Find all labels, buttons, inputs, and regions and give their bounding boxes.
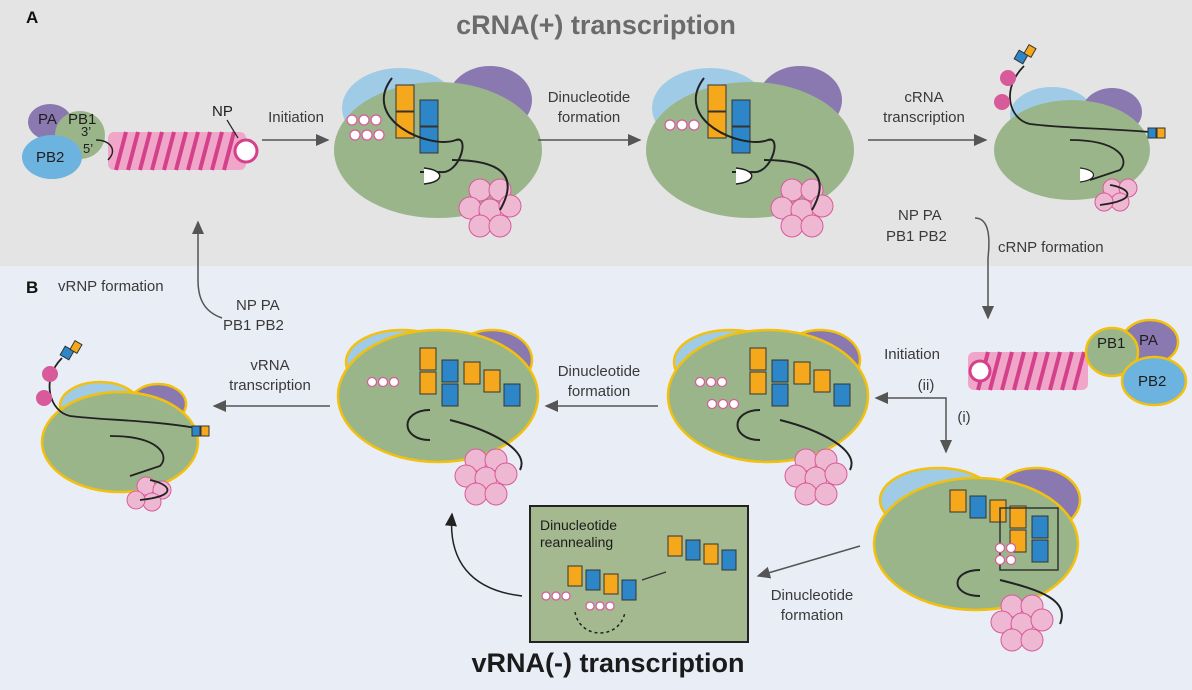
vrnp-complex-a	[22, 104, 259, 179]
polymerase-b2	[336, 328, 540, 506]
arrow-vrnp-formation	[192, 220, 223, 319]
polymerase-b3	[36, 339, 210, 512]
step-initiation-a: Initiation	[268, 109, 324, 126]
np-helix	[95, 119, 259, 171]
step-dinucleotide-b-lower-2: formation	[780, 607, 844, 624]
polymerase-b1	[666, 328, 870, 506]
polymerase-a3	[994, 43, 1166, 212]
label-pb2-a: PB2	[36, 149, 65, 166]
step-dinucleotide-a-1: Dinucleotide	[547, 89, 631, 106]
label-pb1-a: PB1	[68, 111, 97, 128]
arrow-reannealing-return	[444, 512, 523, 597]
inset-label-line2: reannealing	[540, 534, 614, 550]
step-dinucleotide-a-2: formation	[557, 109, 621, 126]
vrnp-proteins-line1: NP PA	[236, 297, 280, 314]
crnp-complex-b	[968, 318, 1188, 407]
inset-label-line1: Dinucleotide	[540, 517, 618, 533]
label-pa-a: PA	[38, 111, 57, 128]
panel-b-title: vRNA(-) transcription	[471, 648, 745, 678]
vrnp-formation-label: vRNP formation	[58, 278, 164, 295]
step-initiation-b: Initiation	[884, 346, 940, 363]
vrnp-proteins-line2: PB1 PB2	[223, 317, 284, 334]
step-vrna-transcription-2: transcription	[229, 377, 311, 394]
panel-a-title: cRNA(+) transcription	[456, 10, 736, 40]
step-dinucleotide-b-upper-1: Dinucleotide	[557, 363, 641, 380]
step-dinucleotide-b-lower-1: Dinucleotide	[770, 587, 854, 604]
arrow-crnp-formation	[974, 217, 994, 320]
label-pb2-b: PB2	[1138, 373, 1167, 390]
label-3prime-a: 3’	[81, 124, 92, 139]
panel-letter-a: A	[26, 8, 39, 27]
crnp-proteins-line1: NP PA	[898, 207, 942, 224]
crnp-proteins-line2: PB1 PB2	[886, 228, 947, 245]
inset-dinucleotide-reannealing	[529, 505, 749, 643]
arrow-dinucleotide-b-lower	[756, 545, 861, 579]
step-route-ii: (ii)	[917, 377, 935, 394]
polymerase-a1	[334, 66, 542, 238]
zoom-box	[999, 507, 1059, 571]
arrow-initiation-i	[940, 397, 952, 454]
step-route-i: (i)	[957, 409, 971, 426]
panel-letter-b: B	[26, 278, 39, 297]
step-dinucleotide-b-upper-2: formation	[567, 383, 631, 400]
label-pb1-b: PB1	[1097, 335, 1126, 352]
polymerase-b4	[872, 466, 1082, 652]
step-crna-transcription-2: transcription	[883, 109, 965, 126]
inset-label: Dinucleotide reannealing	[540, 517, 617, 551]
label-np-a: NP	[212, 103, 233, 120]
pb2-subunit	[22, 135, 82, 179]
crnp-formation-label: cRNP formation	[998, 239, 1104, 256]
step-vrna-transcription-1: vRNA	[250, 357, 290, 374]
label-5prime-a: 5’	[83, 141, 94, 156]
label-pa-b: PA	[1139, 332, 1158, 349]
polymerase-a2	[646, 66, 854, 238]
step-crna-transcription-1: cRNA	[904, 89, 944, 106]
